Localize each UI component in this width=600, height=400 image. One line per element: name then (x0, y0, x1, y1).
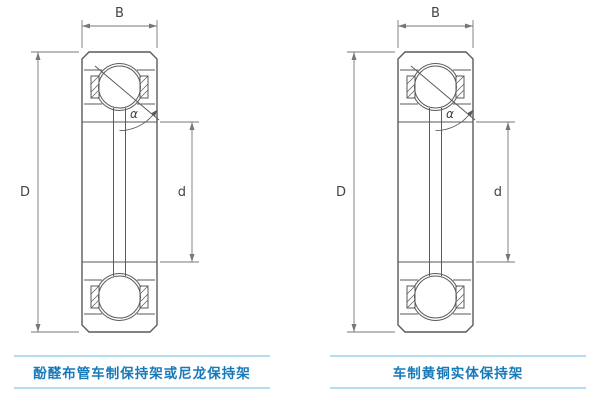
arrow-up (351, 52, 357, 60)
arrow-down (189, 254, 195, 262)
arrow-up (189, 122, 195, 130)
B-label: B (431, 6, 440, 21)
cage-section (455, 75, 465, 99)
ball-bottom (414, 275, 457, 319)
arrow-down (505, 254, 511, 262)
ball-bottom (98, 275, 141, 319)
bearing-section-diagram: α B D d (20, 6, 199, 333)
bearing-drawing: α B D d (7, 4, 277, 349)
arrow-up (505, 122, 511, 130)
caption: 酚醛布管车制保持架或尼龙保持架 (14, 355, 270, 389)
dimension-B (397, 20, 474, 48)
alpha-label: α (446, 107, 454, 121)
d-label: d (494, 185, 502, 200)
bearing-panel-left: α B D d 酚醛布管车制保持架或尼龙保持架 (7, 4, 277, 400)
arrow-down (35, 324, 41, 332)
dimension-B (81, 20, 158, 48)
arrow-left (398, 23, 406, 29)
bearing-internals (82, 63, 157, 321)
cage-section (90, 75, 100, 99)
dimension-d (160, 121, 199, 263)
alpha-label: α (130, 107, 138, 121)
bearing-drawing: α B D d (323, 4, 593, 349)
bearing-internals (398, 63, 473, 321)
cage-hatching (406, 75, 465, 309)
dimension-d (476, 121, 515, 263)
dimension-D (347, 51, 395, 333)
bearing-section-diagram: α B D d (336, 6, 515, 333)
angle-arrowhead (467, 109, 474, 117)
caption: 车制黄铜实体保持架 (330, 355, 586, 389)
arrow-down (351, 324, 357, 332)
bearing-panel-right: α B D d 车制黄铜实体保持架 (323, 4, 593, 400)
bearing-outline (81, 51, 158, 333)
D-label: D (20, 185, 30, 200)
cage-section (406, 75, 416, 99)
angle-arrowhead (151, 109, 158, 117)
cage-section (406, 285, 416, 309)
cage-hatching (90, 75, 149, 309)
cage-section (139, 285, 149, 309)
B-label: B (115, 6, 124, 21)
cage-section (139, 75, 149, 99)
contact-angle-annotation: α (410, 65, 476, 132)
cage-section (455, 285, 465, 309)
arrow-up (35, 52, 41, 60)
arrow-right (149, 23, 157, 29)
D-label: D (336, 185, 346, 200)
contact-angle-annotation: α (94, 65, 160, 132)
dimension-D (31, 51, 79, 333)
bearing-outline (397, 51, 474, 333)
d-label: d (178, 185, 186, 200)
cage-section (90, 285, 100, 309)
arrow-right (465, 23, 473, 29)
arrow-left (82, 23, 90, 29)
